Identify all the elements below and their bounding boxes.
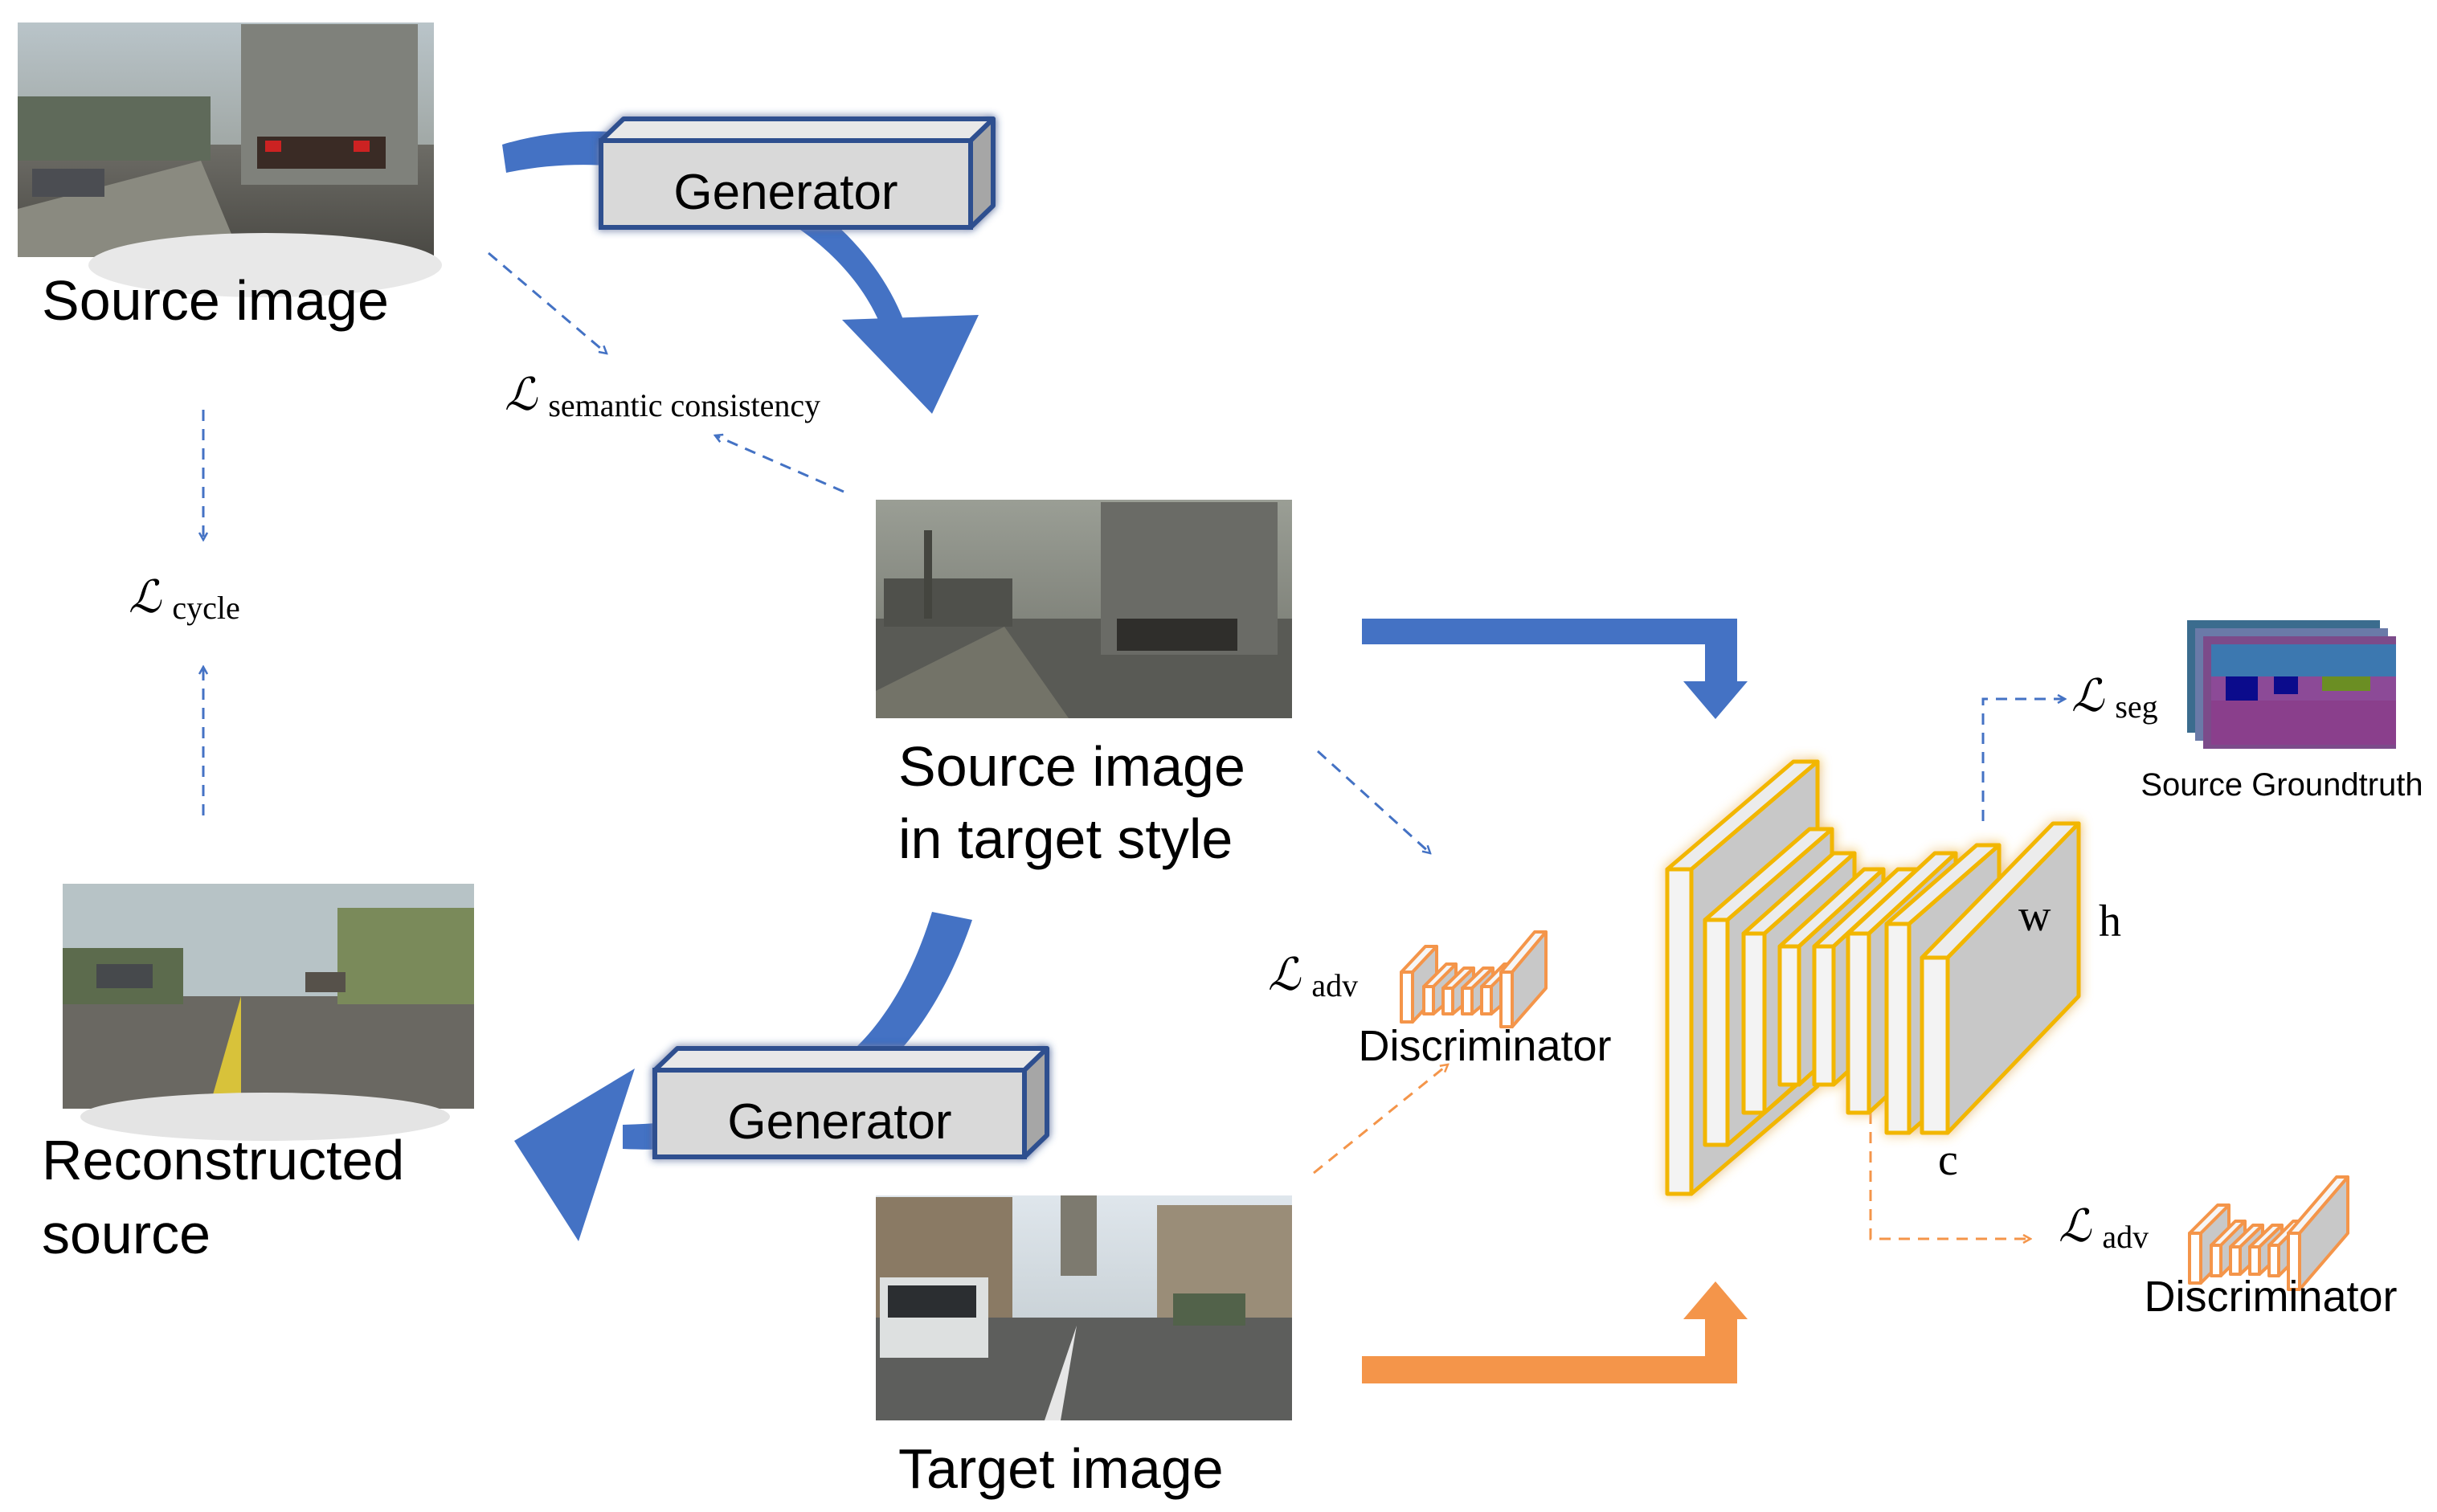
adv-loss-mid-subscript: adv <box>1311 967 1358 1003</box>
dim-c-label: c <box>1938 1135 1958 1185</box>
groundtruth-stack <box>2187 620 2396 749</box>
seg-loss-label: ℒ seg <box>2071 672 2158 725</box>
mid-discriminator-icon <box>1400 930 1548 1028</box>
cycle-loss-symbol: ℒ <box>129 573 162 623</box>
source-image-caption: Source image <box>42 269 389 332</box>
translated-to-discriminator-arrow <box>1316 750 1430 853</box>
target-to-segnet-arrow <box>1362 1281 1748 1383</box>
adv-loss-mid-label: ℒ adv <box>1268 950 1358 1003</box>
mid-discriminator-label: Discriminator <box>1358 1022 1611 1070</box>
top-generator-label: Generator <box>673 165 898 220</box>
cycle-loss-subscript: cycle <box>172 590 239 626</box>
cycle-loss-label: ℒ cycle <box>129 573 240 626</box>
semantic-loss-label: ℒ semantic consistency <box>505 370 820 423</box>
reconstructed-image <box>63 884 474 1141</box>
bottom-generator-label: Generator <box>727 1094 951 1150</box>
seg-loss-subscript: seg <box>2115 689 2157 725</box>
dim-h-label: h <box>2099 897 2121 946</box>
semantic-loss-symbol: ℒ <box>505 370 538 420</box>
translated-image <box>876 500 1292 718</box>
right-discriminator-label: Discriminator <box>2144 1273 2397 1321</box>
adv-loss-right-symbol: ℒ <box>2059 1202 2092 1252</box>
reconstructed-caption-line1: Reconstructed <box>42 1129 404 1191</box>
translated-to-semantic-arrow <box>715 435 844 493</box>
right-discriminator-icon <box>2188 1175 2349 1291</box>
dashed-arrows <box>203 251 2065 1239</box>
dim-w-label: w <box>2018 891 2051 941</box>
translated-caption-line2: in target style <box>898 807 1233 870</box>
adv-loss-right-label: ℒ adv <box>2059 1202 2149 1255</box>
translated-caption-line1: Source image <box>898 735 1245 798</box>
top-generator-box <box>599 116 996 230</box>
groundtruth-caption: Source Groundtruth <box>2141 767 2423 803</box>
source-image <box>18 22 442 297</box>
target-to-discriminator-arrow <box>1313 1065 1448 1175</box>
segnet-to-seg-arrow <box>1981 699 2065 821</box>
target-image <box>876 1195 1292 1420</box>
segnet-to-adv-arrow <box>1869 1113 2030 1239</box>
adv-loss-mid-symbol: ℒ <box>1268 950 1302 1000</box>
source-to-semantic-arrow <box>488 251 607 353</box>
reconstructed-caption-line2: source <box>42 1203 211 1265</box>
semantic-loss-subscript: semantic consistency <box>548 387 820 423</box>
bottom-generator-box <box>652 1046 1049 1159</box>
translated-to-segnet-arrow <box>1362 619 1748 719</box>
segmentation-network <box>1665 759 2081 1196</box>
seg-loss-symbol: ℒ <box>2071 672 2105 721</box>
target-image-caption: Target image <box>898 1437 1224 1500</box>
adv-loss-right-subscript: adv <box>2102 1219 2149 1255</box>
